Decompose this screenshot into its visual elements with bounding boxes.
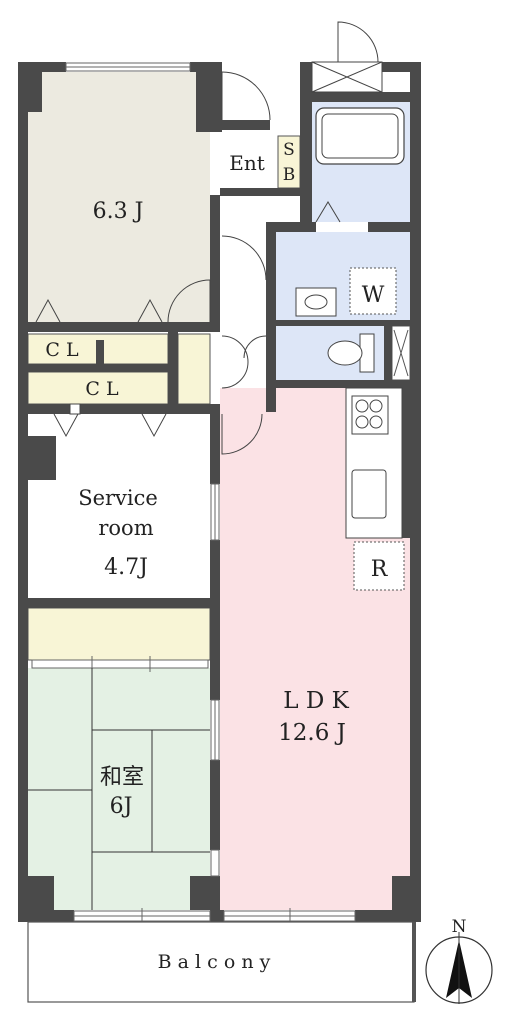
service-room-size: 4.7J <box>104 555 148 580</box>
shoe-box-label-s: S <box>283 140 295 160</box>
balcony <box>27 921 415 1003</box>
ldk-size: 12.6 J <box>278 720 346 746</box>
closet-2-label: C L <box>85 378 119 400</box>
windows <box>31 62 356 924</box>
shoe-box-label-b: B <box>283 165 296 185</box>
compass-north-label: N <box>452 917 467 937</box>
service-room-label-1: Service <box>78 486 158 510</box>
entrance-label: Ent <box>229 151 265 175</box>
washroom-label: W <box>362 283 385 308</box>
bedroom-floor <box>28 72 210 322</box>
refrigerator-space <box>353 541 405 591</box>
service-room-floor <box>28 414 210 600</box>
north-compass-icon <box>425 932 493 1004</box>
washitsu-label: 和室 <box>100 765 144 790</box>
refrigerator-label: R <box>371 557 389 582</box>
washitsu-size: 6J <box>110 794 133 819</box>
toilet <box>327 333 375 373</box>
hall-floor <box>220 195 270 410</box>
balcony-label: B a l c o n y <box>158 951 271 973</box>
stove-burner-icon <box>355 399 369 413</box>
kitchen-sink <box>351 469 387 519</box>
washitsu-closet <box>27 607 211 661</box>
stove-burner-icon <box>369 399 383 413</box>
stove-burner-icon <box>369 415 383 429</box>
bathtub <box>315 107 405 165</box>
doors <box>35 21 383 455</box>
kitchen-counter <box>345 387 403 539</box>
washer-space <box>349 267 397 315</box>
closet-1-label: C L <box>45 339 79 361</box>
hall-storage <box>177 333 211 405</box>
tatami-lines <box>28 668 210 910</box>
washitsu-floor <box>28 668 210 910</box>
pipe-shaft-cross <box>393 329 409 377</box>
stove-burner-icon <box>355 415 369 429</box>
ldk-label: L D K <box>283 688 349 714</box>
service-room-label-2: room <box>98 516 153 540</box>
washbasin <box>295 287 337 317</box>
bedroom-label: 6.3 J <box>93 199 144 224</box>
